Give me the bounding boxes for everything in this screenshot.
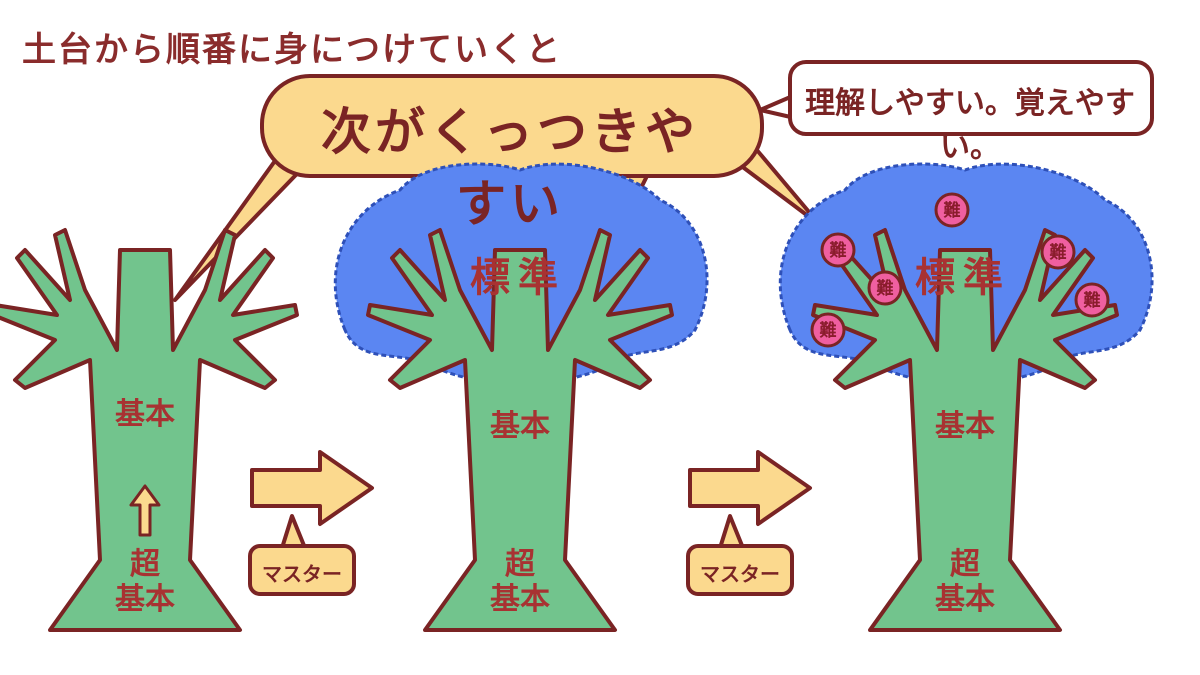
arrow-right-icon bbox=[250, 450, 374, 526]
master-bubble bbox=[686, 544, 794, 596]
fruit-group: 難難難難難難 bbox=[810, 192, 1110, 348]
master-bubble-tail bbox=[718, 514, 745, 550]
tree3-trunk-top-label: 基本 bbox=[935, 409, 995, 444]
fruit-label: 難 bbox=[830, 240, 847, 261]
master-bubble-tail bbox=[280, 514, 307, 550]
fruit-circle bbox=[867, 270, 903, 306]
fruit-label: 難 bbox=[1050, 242, 1067, 263]
note-bubble-text: 理解しやすい。覚えやすい。 bbox=[805, 86, 1135, 165]
fruit-label: 難 bbox=[877, 278, 894, 299]
fruit-circle bbox=[1074, 282, 1110, 318]
tree2-canopy-label: 標準 bbox=[470, 255, 566, 301]
tree1-trunk-top-label: 基本 bbox=[115, 397, 175, 432]
tree1-trunk-bottom-label: 超 基本 bbox=[115, 547, 175, 617]
arrow-right-icon bbox=[688, 450, 812, 526]
fruit-label: 難 bbox=[820, 320, 837, 341]
up-arrow-icon bbox=[129, 484, 161, 537]
page-title: 土台から順番に身につけていくと bbox=[22, 30, 562, 70]
fruit-label: 難 bbox=[944, 200, 961, 221]
fruit-circle bbox=[820, 232, 856, 268]
fruit-circle bbox=[934, 192, 970, 228]
tree2-trunk-top-label: 基本 bbox=[490, 409, 550, 444]
master-bubble bbox=[248, 544, 356, 596]
fruit-label: 難 bbox=[1084, 290, 1101, 311]
master-label: マスター bbox=[700, 562, 780, 586]
tree3-trunk-bottom-label: 超 基本 bbox=[935, 547, 995, 617]
tree2-trunk-bottom-label: 超 基本 bbox=[490, 547, 550, 617]
fruit-circle bbox=[1040, 234, 1076, 270]
tree3-canopy-label: 標準 bbox=[915, 255, 1011, 301]
fruit-circle bbox=[810, 312, 846, 348]
note-bubble bbox=[788, 60, 1154, 136]
master-label: マスター bbox=[262, 562, 342, 586]
speech-bubble-text: 次がくっつきやすい bbox=[321, 103, 699, 233]
